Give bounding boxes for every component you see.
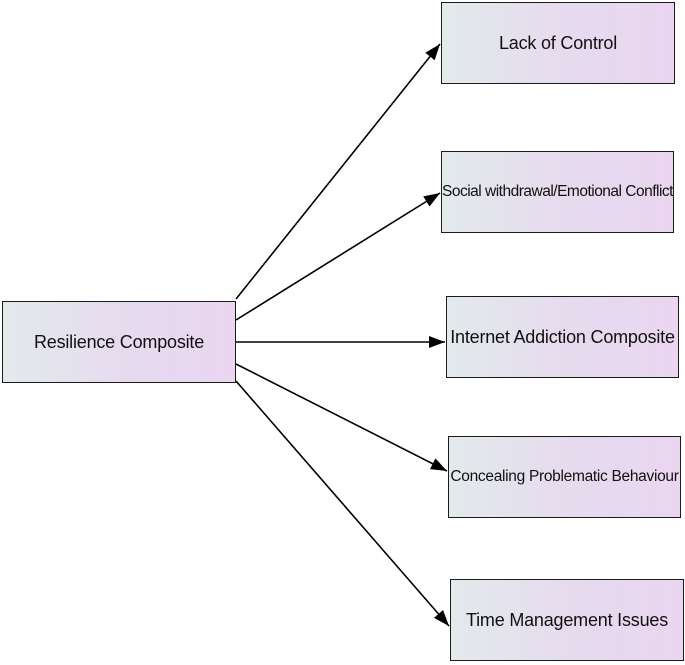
edge-to-concealing-behaviour <box>235 363 448 472</box>
arrowhead-time-management <box>433 609 449 626</box>
node-label: Lack of Control <box>498 32 618 53</box>
node-concealing-problematic-behaviour: Concealing Problematic Behaviour <box>448 436 681 518</box>
node-internet-addiction-composite: Internet Addiction Composite <box>446 296 679 378</box>
node-resilience-composite: Resilience Composite <box>2 301 236 383</box>
node-time-management-issues: Time Management Issues <box>450 579 684 661</box>
edge-to-lack-of-control <box>235 43 441 300</box>
arrowhead-social-withdrawal <box>423 193 440 207</box>
node-lack-of-control: Lack of Control <box>441 2 675 84</box>
arrowhead-concealing-behaviour <box>430 458 447 471</box>
edge-to-social-withdrawal <box>235 192 441 321</box>
edge-to-time-management <box>235 380 450 627</box>
node-label: Time Management Issues <box>465 609 669 630</box>
node-label: Internet Addiction Composite <box>450 326 675 347</box>
node-label: Social withdrawal/Emotional Conflict <box>442 183 673 200</box>
arrowhead-lack-of-control <box>425 44 440 61</box>
node-label: Resilience Composite <box>33 331 205 352</box>
node-label: Concealing Problematic Behaviour <box>450 468 679 485</box>
arrowhead-internet-addiction <box>429 336 445 348</box>
node-social-withdrawal: Social withdrawal/Emotional Conflict <box>441 151 674 233</box>
